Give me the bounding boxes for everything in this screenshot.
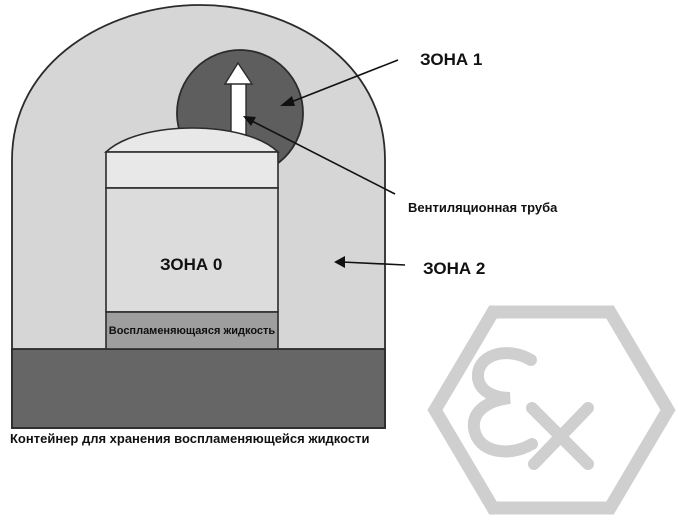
zone2-pointer-line [341,261,406,266]
pipe-label: Вентиляционная труба [408,200,558,215]
pipe-pointer-line [249,119,396,195]
ex-hexagon [427,305,676,515]
vent-arrow-icon [223,61,254,85]
liquid-layer [105,311,279,350]
zone1-label: ЗОНА 1 [420,50,482,69]
zone0-label: ЗОНА 0 [160,255,222,274]
zone2-label: ЗОНА 2 [423,259,485,278]
ground-block [11,348,386,429]
ex-logo-icon [427,305,676,515]
zone1-pointer-line [285,59,399,105]
tank-top-band [105,151,279,189]
tank-body [105,187,279,313]
zone1-arrowhead-icon [280,96,295,106]
tank-dome [103,127,280,153]
liquid-label: Воспламеняющаяся жидкость [109,325,276,337]
zone2-arrowhead-icon [334,256,345,268]
vent-pipe [230,81,247,140]
ex-letter-x-2 [528,402,594,470]
ex-letter-e [467,347,538,458]
caption-label: Контейнер для хранения воспламеняющейся … [10,431,370,446]
pipe-arrowhead-icon [243,116,256,126]
